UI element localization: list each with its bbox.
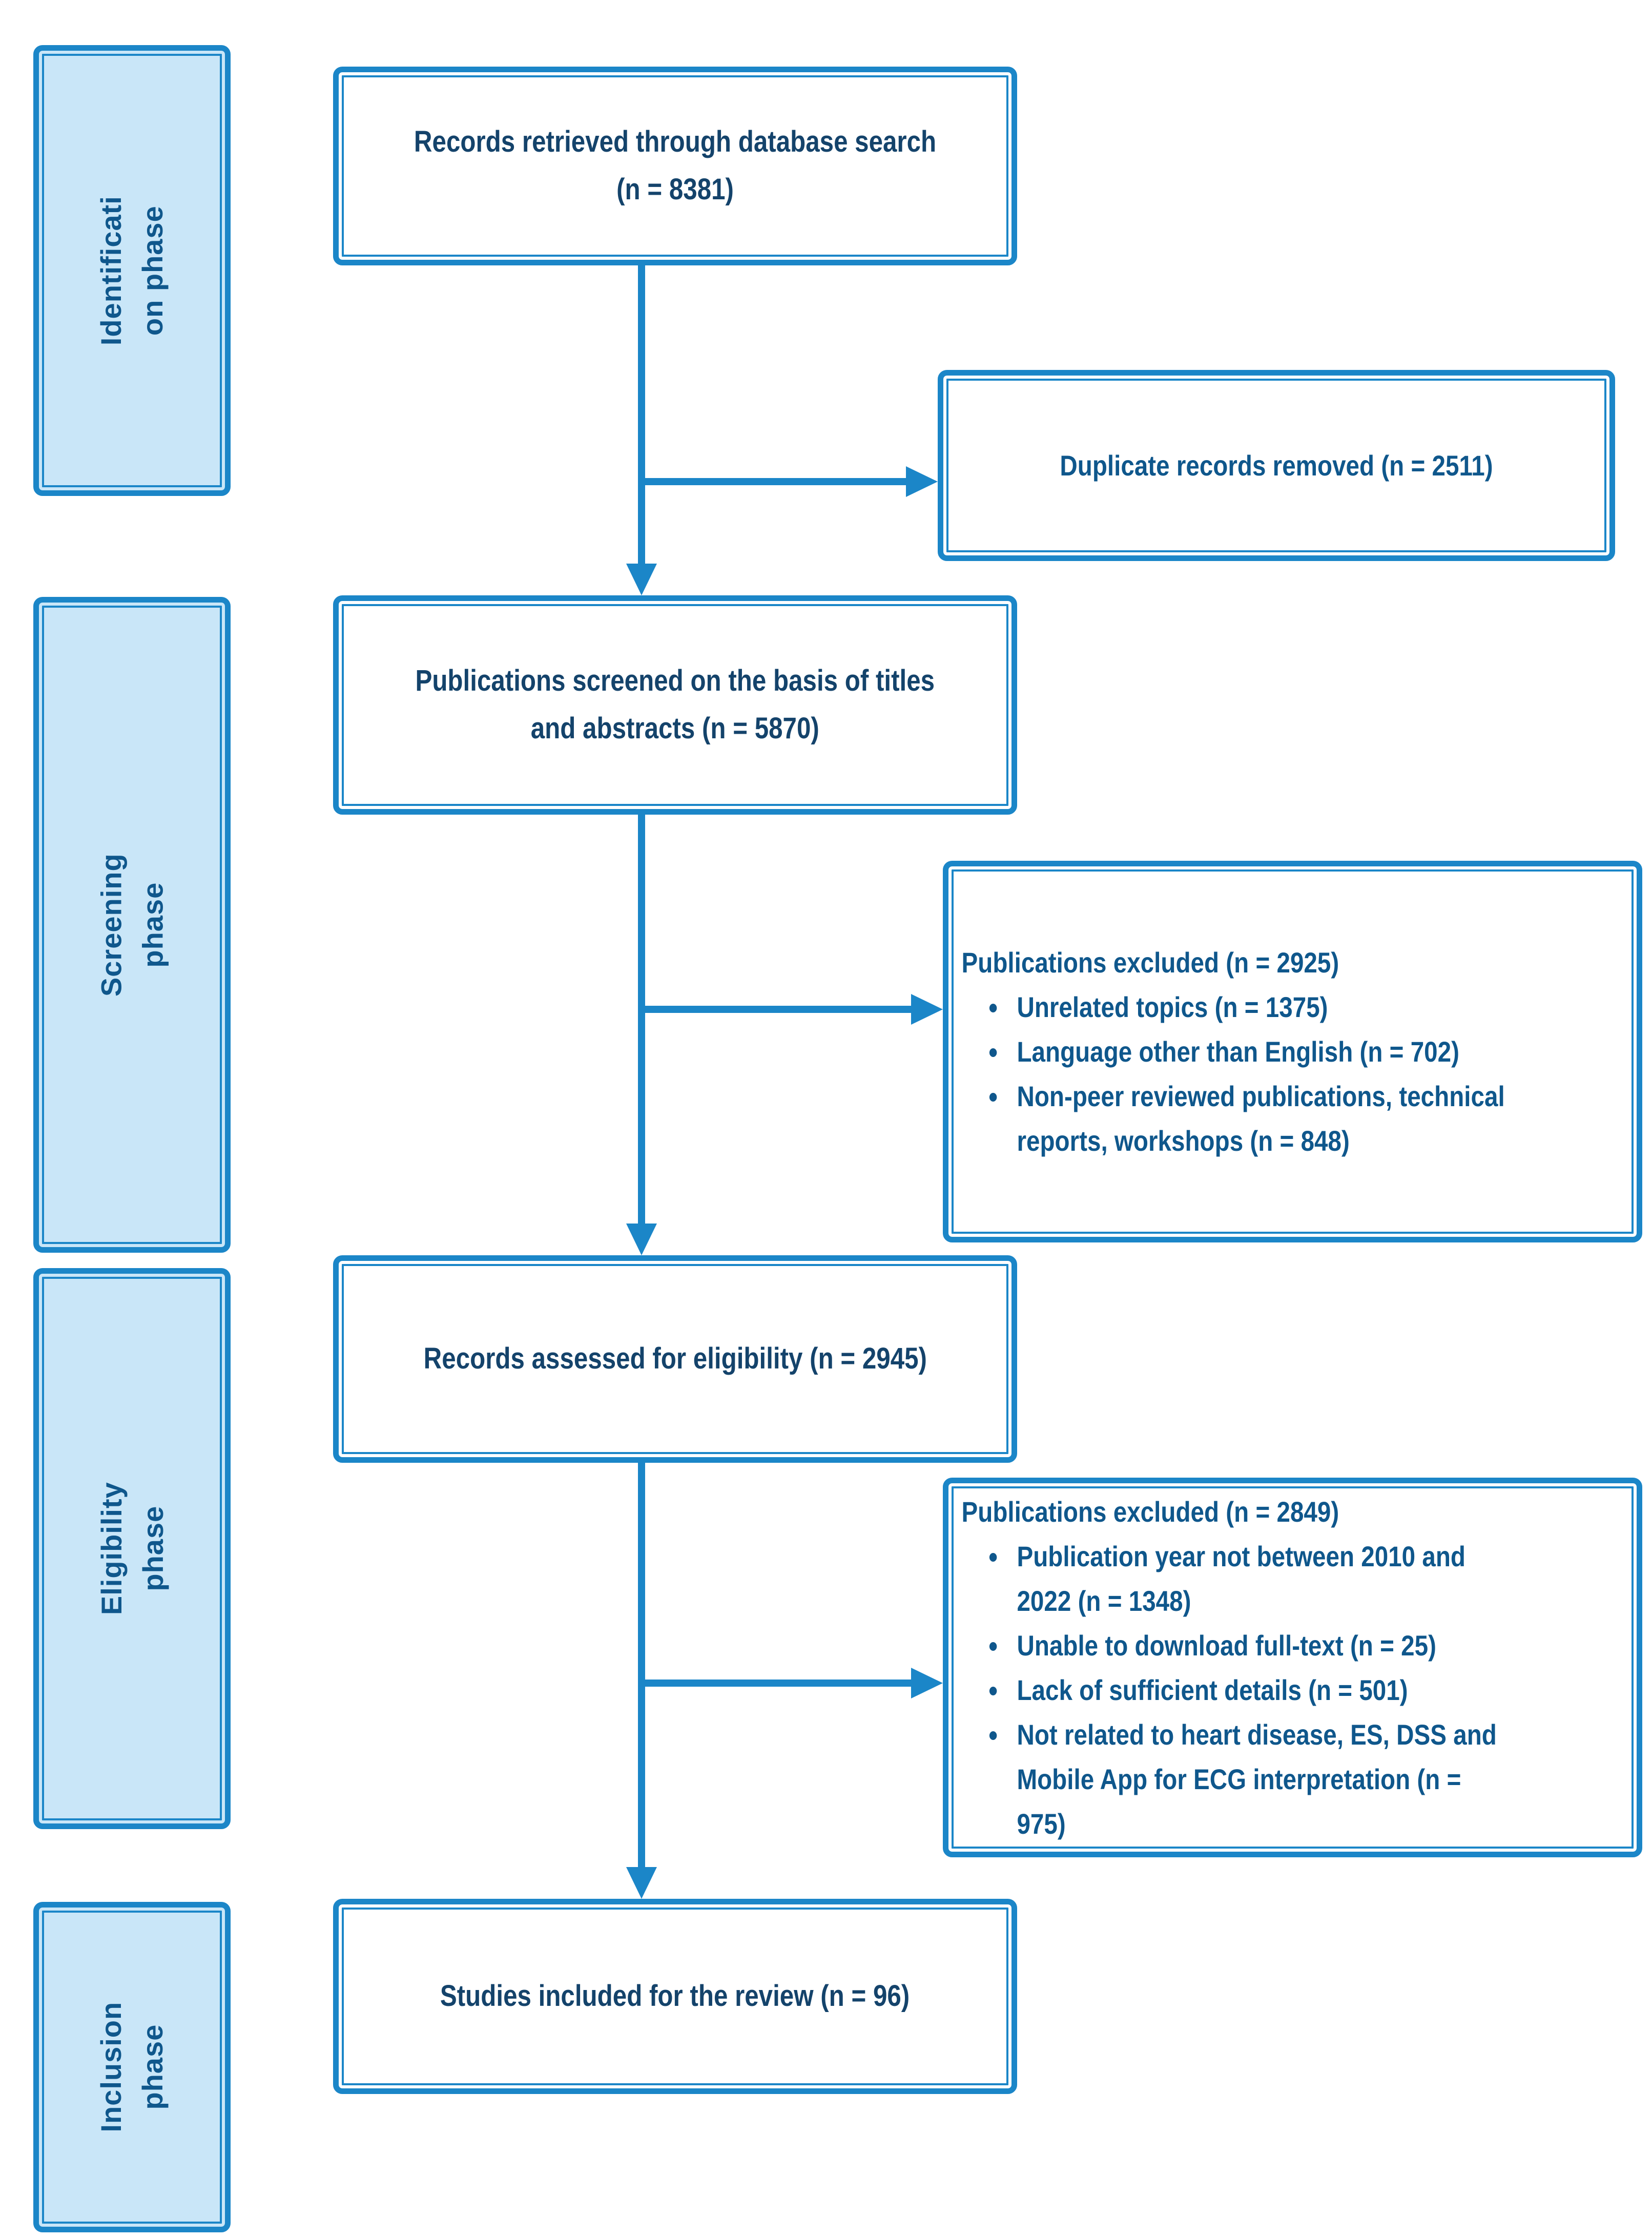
flow-box-studies-included: Studies included for the review (n = 96)	[333, 1899, 1017, 2094]
side-box-duplicates-removed: Duplicate records removed (n = 2511)	[938, 370, 1615, 561]
connector-line-branch-duplicates	[642, 478, 907, 485]
side-box-text: Duplicate records removed (n = 2511)	[994, 443, 1560, 488]
flow-box-text: Studies included for the review (n = 96)	[440, 1973, 910, 2020]
exclusion-reason: Publication year not between 2010 and 20…	[1007, 1534, 1516, 1623]
phase-label-line: Inclusion	[95, 2002, 128, 2132]
arrowhead-down-icon	[626, 1867, 657, 1899]
side-box-text: Publications excluded (n = 2849) Publica…	[948, 1489, 1534, 1846]
phase-label-line: on phase	[136, 205, 169, 336]
flow-box-text-line: Records assessed for eligibility (n = 29…	[423, 1342, 927, 1376]
flow-box-text-line: (n = 8381)	[616, 173, 734, 206]
phase-label-line: phase	[136, 882, 169, 968]
phase-label-line: Identificati	[95, 195, 128, 346]
exclusion-reason: Unrelated topics (n = 1375)	[1007, 985, 1516, 1029]
flow-box-records-assessed: Records assessed for eligibility (n = 29…	[333, 1255, 1017, 1463]
side-box-title: Publications excluded (n = 2925)	[961, 946, 1339, 979]
exclusion-reason: Language other than English (n = 702)	[1007, 1029, 1516, 1074]
phase-box-inclusion: Inclusion phase	[33, 1902, 231, 2232]
flow-box-text-line: Records retrieved through database searc…	[414, 125, 937, 159]
phase-box-screening: Screening phase	[33, 597, 231, 1253]
arrowhead-down-icon	[626, 1224, 657, 1255]
phase-label-line: Eligibility	[95, 1482, 128, 1615]
side-box-text: Publications excluded (n = 2925) Unrelat…	[948, 940, 1534, 1163]
phase-label-line: Screening	[95, 853, 128, 997]
arrowhead-right-icon	[911, 1668, 943, 1698]
connector-line-vertical-3	[638, 1463, 645, 1868]
flow-box-text: Records assessed for eligibility (n = 29…	[423, 1335, 926, 1383]
side-box-title: Duplicate records removed (n = 2511)	[1060, 449, 1493, 482]
phase-label-inclusion: Inclusion phase	[90, 2002, 173, 2132]
phase-label-identification: Identificati on phase	[90, 196, 173, 345]
side-box-publications-excluded-eligibility: Publications excluded (n = 2849) Publica…	[943, 1478, 1642, 1857]
exclusion-reason-list: Publication year not between 2010 and 20…	[962, 1534, 1516, 1846]
flow-box-text: Publications screened on the basis of ti…	[416, 657, 935, 753]
side-box-title: Publications excluded (n = 2849)	[961, 1495, 1339, 1528]
exclusion-reason-list: Unrelated topics (n = 1375) Language oth…	[962, 985, 1516, 1163]
exclusion-reason: Lack of sufficient details (n = 501)	[1007, 1668, 1516, 1712]
arrowhead-right-icon	[911, 994, 943, 1025]
flow-box-records-retrieved: Records retrieved through database searc…	[333, 67, 1017, 265]
exclusion-reason: Not related to heart disease, ES, DSS an…	[1007, 1712, 1516, 1846]
exclusion-reason: Non-peer reviewed publications, technica…	[1007, 1074, 1516, 1163]
flow-box-text-line: Studies included for the review (n = 96)	[440, 1979, 910, 2013]
phase-label-eligibility: Eligibility phase	[90, 1482, 173, 1615]
arrowhead-right-icon	[906, 466, 938, 497]
phase-label-line: phase	[136, 1506, 169, 1591]
phase-label-screening: Screening phase	[90, 853, 173, 997]
phase-box-identification: Identificati on phase	[33, 45, 231, 496]
phase-label-line: phase	[136, 2024, 169, 2110]
flow-box-text: Records retrieved through database searc…	[414, 118, 936, 214]
arrowhead-down-icon	[626, 564, 657, 595]
flow-box-text-line: Publications screened on the basis of ti…	[415, 664, 935, 698]
flow-box-publications-screened: Publications screened on the basis of ti…	[333, 595, 1017, 815]
exclusion-reason: Unable to download full-text (n = 25)	[1007, 1623, 1516, 1668]
connector-line-vertical-2	[638, 815, 645, 1225]
connector-line-branch-excluded-eligibility	[642, 1680, 912, 1687]
phase-box-eligibility: Eligibility phase	[33, 1268, 231, 1829]
connector-line-vertical-1	[638, 265, 645, 565]
side-box-publications-excluded-screening: Publications excluded (n = 2925) Unrelat…	[943, 861, 1642, 1242]
flow-box-text-line: and abstracts (n = 5870)	[530, 712, 820, 745]
connector-line-branch-excluded-screening	[642, 1006, 912, 1013]
